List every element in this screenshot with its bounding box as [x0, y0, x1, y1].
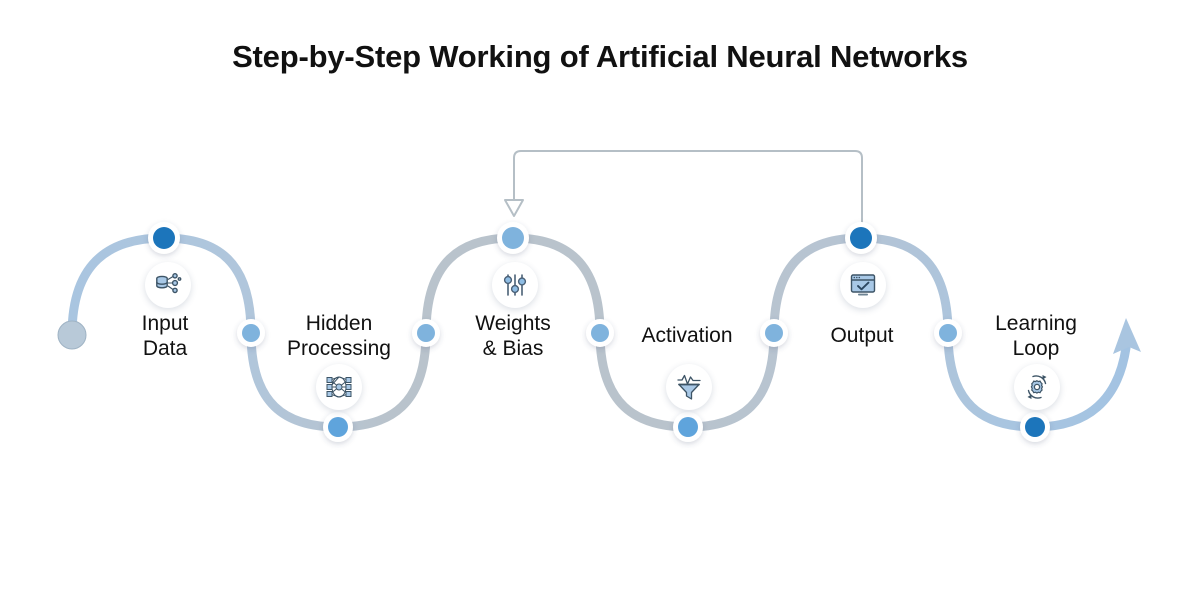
funnel-wave-icon: [666, 364, 712, 410]
gear-refresh-icon: [1014, 364, 1060, 410]
step-label-activation: Activation: [641, 324, 733, 347]
step-node-input-data[interactable]: [148, 222, 180, 254]
step-label-hidden-processing: Hidden Processing: [287, 312, 391, 360]
wave-start-cap: [57, 320, 87, 350]
sliders-icon: [492, 262, 538, 308]
feedback-loop-arrowhead: [504, 199, 524, 217]
connector-dot-2: [412, 319, 440, 347]
feedback-loop-line: [513, 150, 863, 227]
step-label-weights-bias: Weights & Bias: [475, 312, 551, 360]
step-node-weights-bias[interactable]: [497, 222, 529, 254]
step-node-learning-loop[interactable]: [1020, 412, 1050, 442]
step-node-output[interactable]: [845, 222, 877, 254]
wave-end-arrow: [1113, 318, 1141, 354]
connector-dot-1: [237, 319, 265, 347]
window-check-icon: [840, 262, 886, 308]
connector-dot-4: [760, 319, 788, 347]
step-label-input-data: Input Data: [141, 312, 189, 360]
step-label-learning-loop: Learning Loop: [995, 312, 1077, 360]
step-node-hidden-processing[interactable]: [323, 412, 353, 442]
connector-dot-3: [586, 319, 614, 347]
page-title: Step-by-Step Working of Artificial Neura…: [232, 39, 968, 74]
step-node-activation[interactable]: [673, 412, 703, 442]
neural-network-icon: [316, 364, 362, 410]
connector-dot-5: [934, 319, 962, 347]
database-network-icon: [145, 262, 191, 308]
step-label-output: Output: [830, 324, 894, 347]
